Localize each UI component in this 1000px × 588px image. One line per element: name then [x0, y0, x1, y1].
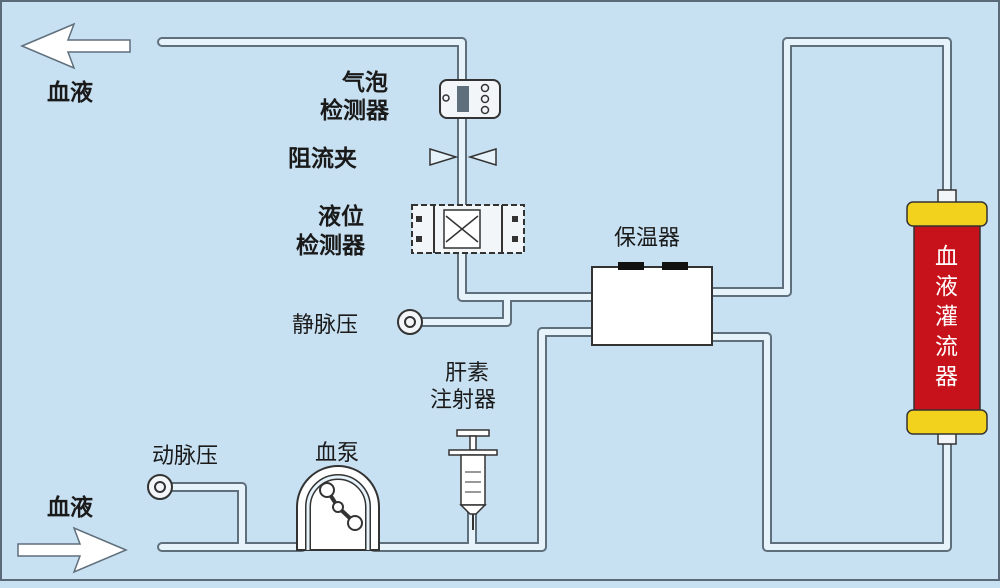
tubing: [157, 37, 952, 552]
arrow-right-icon: [17, 526, 128, 574]
perfusion-label-2: 液: [935, 274, 958, 300]
pump-rotor-icon: [296, 465, 380, 551]
heparin-injector-label-2: 注射器: [430, 388, 496, 413]
blood-pump-label: 血泵: [315, 441, 359, 466]
clamp-icon: [429, 147, 497, 167]
bubble-detector-device: [439, 79, 501, 119]
perfusion-label-3: 灌: [935, 304, 958, 330]
level-detector-label-1: 液位: [318, 203, 364, 230]
level-detector-label-2: 检测器: [296, 232, 366, 259]
bubble-detector-label-2: 检测器: [320, 97, 390, 124]
heparin-injector-label-1: 肝素: [445, 361, 489, 386]
level-detector-device: [411, 204, 525, 254]
arrow-left-icon: [20, 22, 131, 70]
occlusion-clamp-label: 阻流夹: [288, 145, 357, 172]
perfusion-device: [906, 189, 988, 445]
perfusion-label-4: 流: [935, 334, 958, 360]
perfusion-label-5: 器: [935, 364, 958, 390]
arterial-pressure-label: 动脉压: [152, 444, 218, 469]
blood-out-label: 血液: [47, 79, 93, 106]
syringe-icon: [448, 429, 498, 530]
pressure-gauge-icon: [397, 309, 423, 335]
bubble-detector-label-1: 气泡: [341, 69, 388, 96]
pressure-gauge-icon: [147, 474, 173, 500]
warmer-label: 保温器: [614, 226, 680, 251]
perfusion-label-1: 血: [935, 244, 958, 270]
venous-pressure-label: 静脉压: [292, 313, 358, 338]
blood-in-label: 血液: [47, 494, 93, 521]
warmer-device: [591, 262, 713, 346]
